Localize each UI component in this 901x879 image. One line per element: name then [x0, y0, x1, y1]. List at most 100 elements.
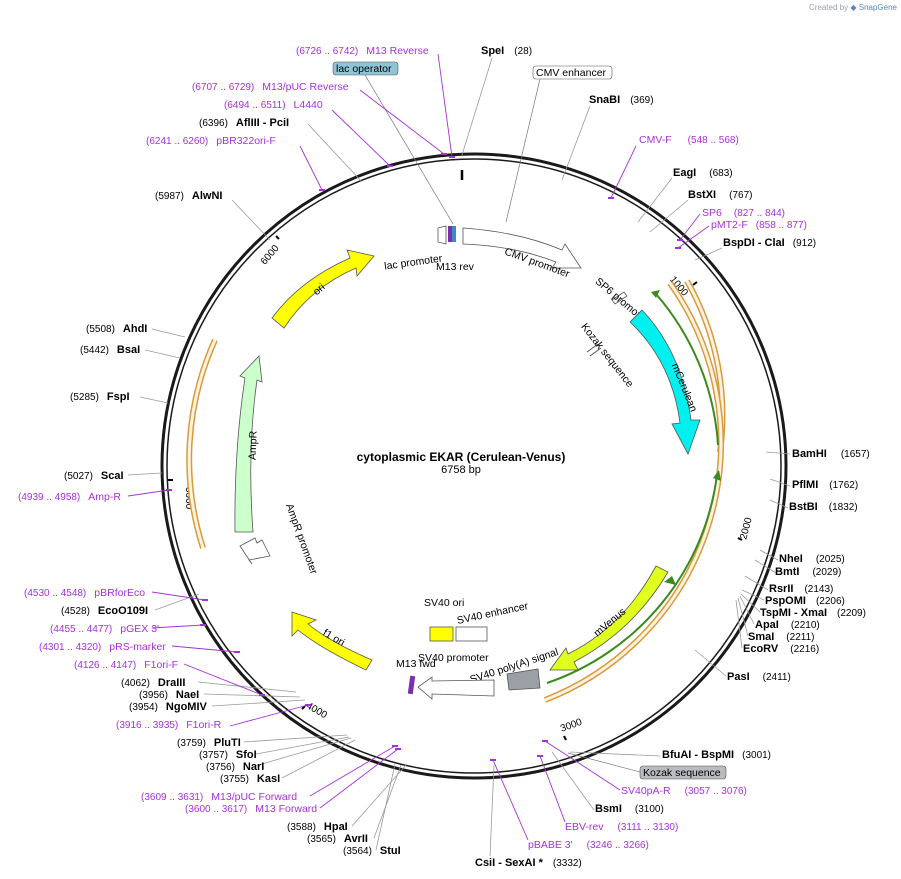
site-leader-line [741, 589, 765, 601]
site-label: BamHI(1657) [792, 448, 870, 460]
site-leader-line [281, 739, 356, 779]
site-leader-line [151, 328, 186, 338]
site-label: (5508)AhdI [86, 323, 147, 335]
cmv-promoter-arrow [462, 227, 582, 269]
primer-label: (3916 .. 3935)F1ori-R [116, 719, 222, 731]
site-leader-line [211, 699, 306, 707]
cmv-enhancer-label: CMV enhancer [536, 67, 607, 79]
ruler-label-4000: 4000 [304, 701, 329, 722]
primer-leader-line [151, 591, 206, 601]
site-label: EagI(683) [673, 167, 733, 179]
site-leader-line [197, 681, 297, 693]
primer-label: SV40pA-R(3057 .. 3076) [621, 785, 747, 797]
site-label: BstXI(767) [688, 189, 752, 201]
restriction-site-labels: SpeI(28) SnaBI(369) EagI(683) BstXI(767)… [61, 45, 870, 869]
ruler-tick-6000 [275, 235, 280, 240]
site-label: BmtI(2029) [775, 566, 841, 578]
site-leader-line [649, 199, 689, 233]
sv40-promoter-label: SV40 promoter [418, 652, 489, 664]
sv40-enhancer-label: SV40 enhancer [456, 600, 530, 627]
site-leader-line [254, 737, 352, 767]
site-label: (4528)EcoO109I [61, 605, 148, 617]
kozak-box-label: Kozak sequence [643, 767, 721, 779]
site-leader-line [351, 763, 408, 827]
primer-label: pMT2-F(858 .. 877) [711, 219, 807, 231]
site-label: (5285)FspI [70, 391, 130, 403]
primer-leader-line [359, 89, 445, 155]
lac-operator-box [332, 61, 399, 76]
primer-leader-line [331, 109, 391, 167]
site-leader-line [139, 396, 169, 404]
site-leader-line [307, 123, 363, 183]
orf-arrowhead-bottom [664, 576, 676, 585]
primer-leader-line [127, 489, 170, 497]
site-label: SpeI(28) [481, 45, 532, 57]
snapgene-logo-icon: ◆ [850, 3, 857, 12]
lac-operator-label: lac operator [336, 63, 392, 75]
primer-label: (3609 .. 3631)M13/pUC Forward [141, 791, 297, 803]
watermark-prefix: Created by [808, 3, 849, 12]
ruler-tick-4000 [301, 705, 306, 710]
sv40-ori-label: SV40 ori [424, 597, 464, 609]
mvenus-arrow [549, 565, 669, 671]
lac-operator-marker [452, 226, 456, 242]
lac-promoter-glyph [437, 225, 447, 245]
site-leader-line [694, 247, 723, 261]
primer-label: (6494 .. 6511)L4440 [224, 99, 323, 111]
site-label: (3564)StuI [343, 845, 401, 857]
site-leader-line [569, 751, 661, 757]
ori-arrow [271, 249, 375, 329]
site-leader-line [739, 595, 755, 625]
primer-leader-line [437, 53, 453, 158]
site-label: BstBI(1832) [789, 501, 858, 513]
site-leader-line [551, 751, 595, 811]
primer-label: (4301 .. 4320)pRS-marker [39, 641, 166, 653]
lac-operator-leader [364, 74, 454, 225]
site-leader-line [694, 649, 727, 677]
kozak-glyph [586, 343, 602, 357]
m13-rev-label: M13 rev [436, 261, 475, 273]
site-label: (3756)NarI [206, 761, 264, 773]
snapgene-watermark: Created by ◆ SnapGene [809, 3, 897, 12]
site-label: (5987)AlwNI [155, 190, 222, 202]
site-label: NheI(2025) [779, 553, 845, 565]
site-label: ApaI(2210) [755, 619, 820, 631]
site-label: SnaBI(369) [589, 94, 654, 106]
orf-arrowhead-top [651, 290, 660, 298]
primer-label: CMV-F(548 .. 568) [639, 134, 739, 146]
primer-label: (6707 .. 6729)M13/pUC Reverse [192, 81, 349, 93]
site-leader-line [744, 575, 769, 591]
primer-label: (6726 .. 6742)M13 Reverse [296, 45, 429, 57]
site-label: PspOMI(2206) [765, 595, 845, 607]
orf-arrowhead-right [713, 470, 721, 481]
site-label: PasI(2411) [727, 671, 791, 683]
primer-labels: (6726 .. 6742)M13 Reverse (6707 .. 6729)… [18, 45, 807, 851]
plasmid-length: 6758 bp [441, 464, 481, 476]
site-leader-line [735, 599, 743, 649]
sv40-ori-box [429, 626, 454, 642]
site-label: BspDI - ClaI(912) [723, 237, 816, 249]
site-label: (5442)BsaI [80, 344, 140, 356]
site-label: SmaI(2211) [748, 631, 814, 643]
primer-leader-line [610, 145, 637, 199]
ruler-tick-2000 [737, 537, 743, 541]
site-label: (5027)ScaI [64, 470, 124, 482]
cmv-enhancer-leader [505, 78, 541, 223]
primer-leader-line [679, 213, 701, 241]
site-leader-line [737, 597, 749, 637]
site-leader-line [769, 478, 791, 487]
primer-leader-line [299, 145, 323, 191]
site-label: (3755)KasI [220, 773, 280, 785]
primer-label: (4939 .. 4958)Amp-R [18, 491, 121, 503]
site-leader-line [637, 177, 673, 223]
orf-arc-green-top [655, 293, 719, 446]
plasmid-name: cytoplasmic EKAR (Cerulean-Venus) [357, 450, 566, 464]
primer-label: (6241 .. 6260)pBR322ori-F [146, 135, 276, 147]
site-label: (6396)AflIII - PciI [199, 117, 289, 129]
orf-arc-green-bottom [546, 474, 718, 684]
site-leader-line [144, 349, 181, 359]
orf-arc-large-inner [544, 282, 723, 702]
kozak-box-leader [567, 752, 641, 773]
primer-label: pBABE 3'(3246 .. 3266) [528, 839, 649, 851]
